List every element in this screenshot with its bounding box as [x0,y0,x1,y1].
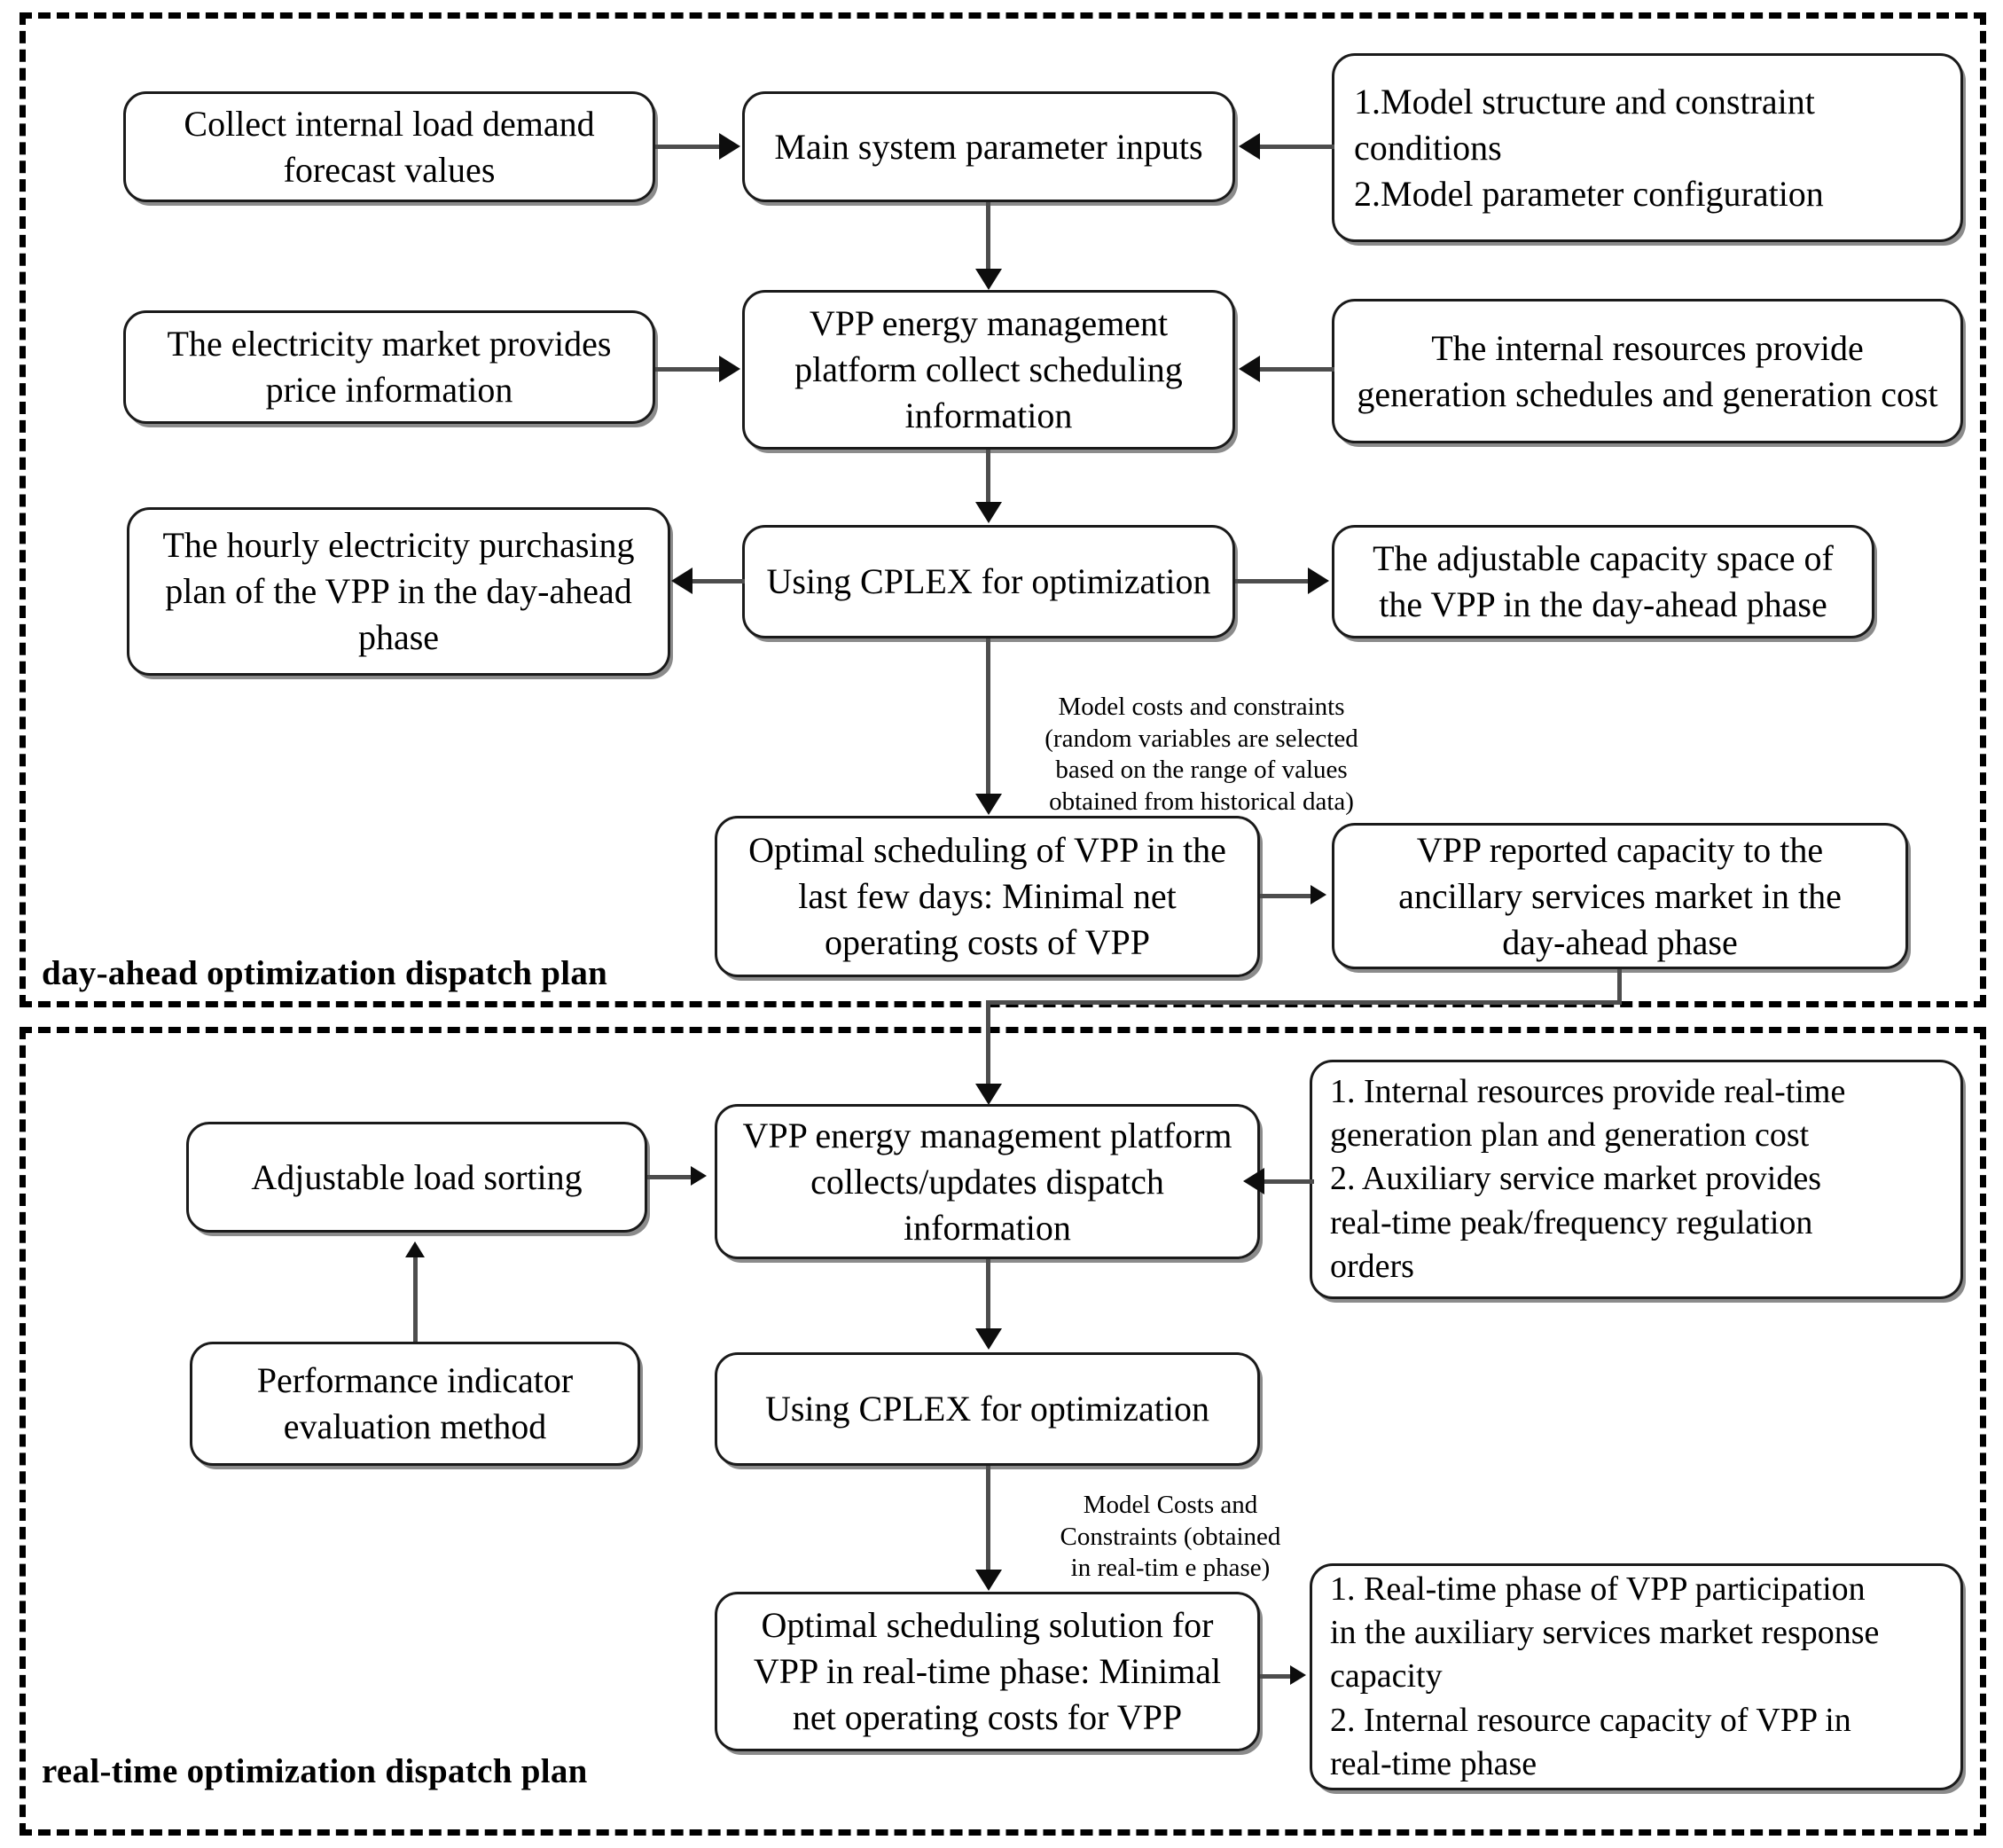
arrowhead-platform-to-cplex [975,502,1002,523]
node-internal-resources-generation-label: The internal resources provide generatio… [1357,327,1938,414]
node-model-structure-config-label: 1.Model structure and constraint conditi… [1354,81,1824,214]
connector-rtoptimal-to-outputs [1260,1674,1294,1679]
section-label-day-ahead: day-ahead optimization dispatch plan [42,954,608,992]
node-realtime-outputs-label: 1. Real-time phase of VPP participation … [1330,1570,1880,1783]
connector-platform-to-cplex [986,450,990,505]
arrowhead-marketinputs-to-platform [1243,1168,1264,1194]
node-main-system-parameter-inputs[interactable]: Main system parameter inputs [742,91,1235,202]
arrowhead-price-to-platform [719,356,740,382]
node-adjustable-load-sorting-label: Adjustable load sorting [251,1156,583,1197]
node-reported-capacity-ancillary-label: VPP reported capacity to the ancillary s… [1398,829,1842,962]
node-performance-indicator-evaluation[interactable]: Performance indicator evaluation method [190,1342,640,1466]
node-main-system-parameter-inputs-label: Main system parameter inputs [774,126,1203,167]
node-optimal-scheduling-day-ahead-label: Optimal scheduling of VPP in the last fe… [748,830,1226,962]
node-cplex-real-time-label: Using CPLEX for optimization [764,1389,1210,1429]
connector-price-to-platform [655,367,723,372]
arrowhead-rtoptimal-to-outputs [1290,1665,1306,1685]
arrowhead-main-to-platform [975,269,1002,290]
connector-modelconfig-to-main [1258,145,1334,149]
arrowhead-into-realtime-platform [975,1084,1002,1105]
node-market-price-information-label: The electricity market provides price in… [167,324,612,410]
node-platform-collect-scheduling-label: VPP energy management platform collect s… [794,303,1183,435]
section-frame-real-time [20,1027,1986,1836]
connector-rtcplex-to-optimal [986,1466,990,1572]
arrowhead-cplex-to-optimal [975,794,1002,815]
node-optimal-solution-real-time-label: Optimal scheduling solution for VPP in r… [753,1605,1222,1737]
node-realtime-market-inputs[interactable]: 1. Internal resources provide real-time … [1310,1060,1963,1299]
node-internal-resources-generation[interactable]: The internal resources provide generatio… [1332,299,1963,443]
arrowhead-rtplatform-to-cplex [975,1328,1002,1350]
node-model-structure-config[interactable]: 1.Model structure and constraint conditi… [1332,53,1963,242]
annotation-model-costs-constraints-day-ahead: Model costs and constraints (random vari… [1045,693,1358,816]
connector-cplex-to-capacity [1235,579,1311,583]
arrowhead-performance-to-load [405,1241,425,1257]
connector-into-realtime-platform [986,1000,990,1089]
connector-cplex-to-optimal [986,638,990,798]
connector-marketinputs-to-platform [1263,1179,1314,1184]
arrowhead-cplex-to-hourly [671,568,692,594]
arrowhead-load-to-platform [691,1166,707,1186]
node-adjustable-load-sorting[interactable]: Adjustable load sorting [186,1122,647,1233]
node-realtime-outputs[interactable]: 1. Real-time phase of VPP participation … [1310,1563,1963,1790]
connector-reported-down [1617,969,1622,1003]
arrowhead-rtcplex-to-optimal [975,1570,1002,1591]
node-cplex-real-time[interactable]: Using CPLEX for optimization [715,1352,1260,1466]
connector-optimal-to-reported [1260,894,1313,898]
connector-load-to-platform [647,1175,693,1179]
node-market-price-information[interactable]: The electricity market provides price in… [123,310,655,424]
connector-rtplatform-to-cplex [986,1259,990,1330]
section-label-real-time: real-time optimization dispatch plan [42,1752,588,1790]
node-realtime-platform-collect-label: VPP energy management platform collects/… [742,1115,1232,1248]
node-optimal-scheduling-day-ahead[interactable]: Optimal scheduling of VPP in the last fe… [715,816,1260,977]
node-adjustable-capacity-space-label: The adjustable capacity space of the VPP… [1373,538,1834,624]
node-hourly-purchasing-plan-label: The hourly electricity purchasing plan o… [162,525,635,657]
arrowhead-optimal-to-reported [1311,885,1326,904]
arrowhead-collect-to-main [719,133,740,160]
node-hourly-purchasing-plan[interactable]: The hourly electricity purchasing plan o… [127,507,670,676]
arrowhead-cplex-to-capacity [1308,568,1329,594]
node-performance-indicator-evaluation-label: Performance indicator evaluation method [256,1360,574,1446]
node-cplex-day-ahead-label: Using CPLEX for optimization [766,561,1211,601]
node-reported-capacity-ancillary[interactable]: VPP reported capacity to the ancillary s… [1332,823,1908,969]
connector-performance-to-load [413,1257,418,1342]
annotation-model-costs-constraints-real-time: Model Costs and Constraints (obtained in… [1060,1491,1281,1583]
node-adjustable-capacity-space[interactable]: The adjustable capacity space of the VPP… [1332,525,1874,638]
node-realtime-market-inputs-label: 1. Internal resources provide real-time … [1330,1072,1846,1286]
arrowhead-resources-to-platform [1239,356,1260,382]
node-collect-load-demand[interactable]: Collect internal load demand forecast va… [123,91,655,202]
node-platform-collect-scheduling[interactable]: VPP energy management platform collect s… [742,290,1235,450]
connector-reported-across [986,1000,1622,1005]
node-optimal-solution-real-time[interactable]: Optimal scheduling solution for VPP in r… [715,1592,1260,1751]
node-cplex-day-ahead[interactable]: Using CPLEX for optimization [742,525,1235,638]
connector-main-to-platform [986,202,990,273]
node-collect-load-demand-label: Collect internal load demand forecast va… [184,103,595,190]
connector-cplex-to-hourly [692,579,745,583]
connector-resources-to-platform [1258,367,1334,372]
arrowhead-modelconfig-to-main [1239,133,1260,160]
connector-collect-to-main [655,145,723,149]
node-realtime-platform-collect[interactable]: VPP energy management platform collects/… [715,1104,1260,1259]
